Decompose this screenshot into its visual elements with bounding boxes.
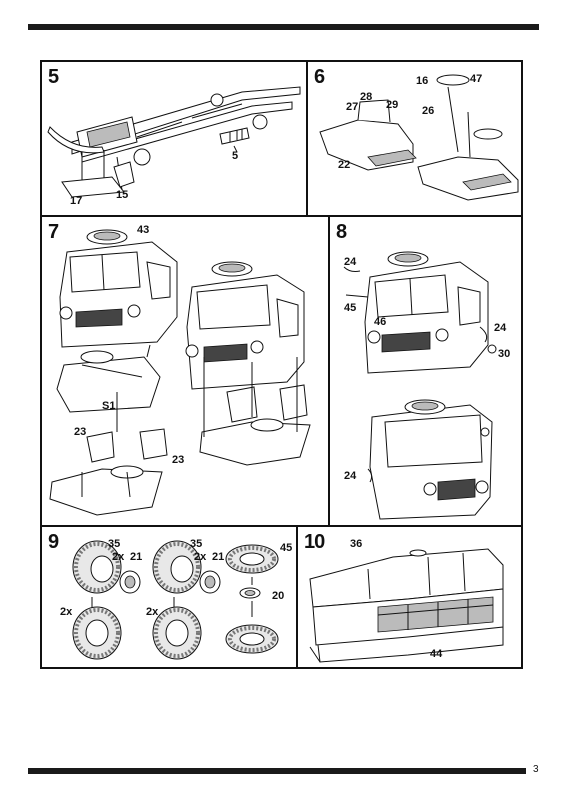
step-6-panel: 6 16 47 28 27 29 26 22 <box>306 60 523 217</box>
part-label: 2x <box>60 606 73 618</box>
part-label: 28 <box>360 91 372 103</box>
part-label: 22 <box>338 159 350 171</box>
part-label: 23 <box>172 454 184 466</box>
cab-floor-illustration: 16 47 28 27 29 26 22 <box>319 73 519 201</box>
part-label: 44 <box>430 648 443 660</box>
step-number: 5 <box>48 66 59 88</box>
part-label: 36 <box>350 538 362 550</box>
part-label: 17 <box>70 195 82 207</box>
part-label: S1 <box>102 400 115 412</box>
wheels-illustration: 35 2x 21 35 2x 21 45 20 2x 2x <box>60 538 292 660</box>
part-label: 21 <box>130 551 142 563</box>
step-number: 10 <box>304 531 325 553</box>
step-number: 7 <box>48 221 59 243</box>
step-7-panel: 7 <box>40 215 330 527</box>
bottom-rule <box>28 768 526 774</box>
part-label: 24 <box>344 256 357 268</box>
part-label: 2x <box>194 551 207 563</box>
part-label: 24 <box>494 322 507 334</box>
page-number: 3 <box>533 764 539 775</box>
part-label: 46 <box>374 316 386 328</box>
part-label: 27 <box>346 101 358 113</box>
part-label: 23 <box>74 426 86 438</box>
cab-detail-illustration: 24 45 46 24 30 24 <box>343 251 510 520</box>
part-label: 15 <box>116 189 128 201</box>
part-label: 26 <box>422 105 434 117</box>
tank-body-illustration: 36 44 <box>309 538 504 663</box>
part-label: 30 <box>498 348 510 360</box>
part-label: 20 <box>272 590 284 602</box>
part-label: 35 <box>190 538 202 550</box>
step-8-panel: 8 24 45 46 24 30 24 <box>328 215 523 527</box>
part-label: 43 <box>137 224 149 236</box>
step-number: 6 <box>314 66 325 88</box>
step-9-panel: 9 35 2x 21 35 2x <box>40 525 298 669</box>
part-label: 35 <box>108 538 120 550</box>
part-label: 21 <box>212 551 224 563</box>
part-label: 2x <box>146 606 159 618</box>
part-label: 29 <box>386 99 398 111</box>
instruction-sheet: 5 17 15 5 6 <box>40 60 523 669</box>
top-rule <box>28 24 539 30</box>
step-number: 9 <box>48 531 59 553</box>
part-label: 45 <box>280 542 292 554</box>
part-label: 45 <box>344 302 356 314</box>
part-label: 16 <box>416 75 428 87</box>
part-label: 5 <box>232 150 238 162</box>
step-10-panel: 10 36 44 <box>296 525 523 669</box>
step-5-panel: 5 17 15 5 <box>40 60 308 217</box>
chassis-illustration: 17 15 5 <box>47 86 301 207</box>
part-label: 47 <box>470 73 482 85</box>
part-label: 24 <box>344 470 357 482</box>
part-label: 2x <box>112 551 125 563</box>
step-number: 8 <box>336 221 347 243</box>
cab-assembly-illustration: 43 S1 23 23 <box>49 224 311 516</box>
